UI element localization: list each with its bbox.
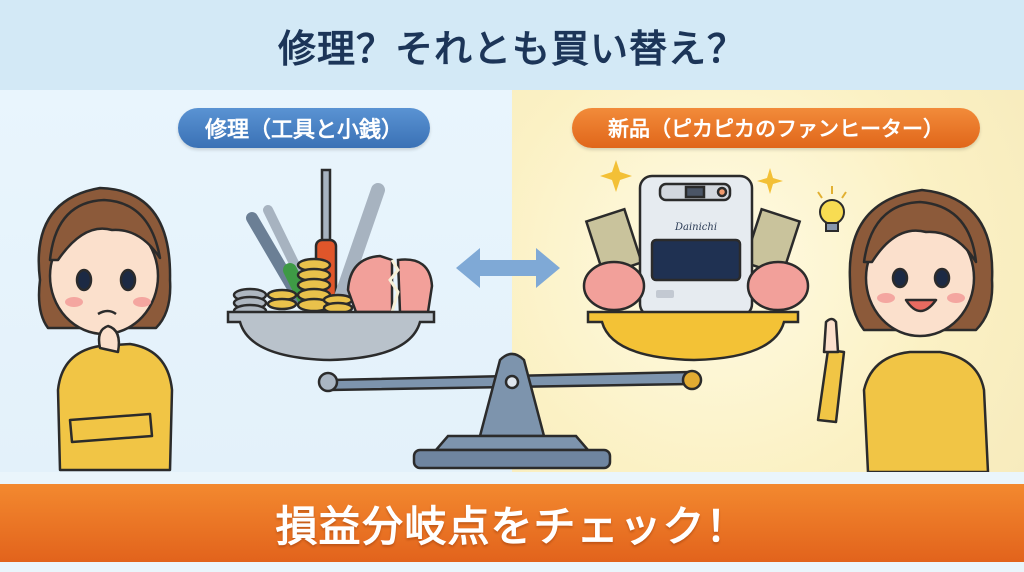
happy-girl-icon	[816, 188, 994, 472]
worried-girl-icon	[37, 186, 174, 472]
repair-option-label: 修理（工具と小銭）	[178, 108, 430, 148]
heater-brand: Dainichi	[674, 222, 717, 233]
scale-stand-icon	[317, 352, 703, 470]
cta-banner: 損益分岐点をチェック！	[0, 484, 1024, 562]
repair-label-text: 修理（工具と小銭）	[204, 118, 403, 143]
illustration-stage: Dainichi	[0, 90, 1024, 472]
balance-scale-illustration: Dainichi	[37, 160, 994, 472]
page-title: 修理？それとも買い替え？	[277, 26, 746, 71]
footer: 損益分岐点をチェック！	[0, 472, 1024, 572]
header: 修理？それとも買い替え？	[0, 0, 1024, 90]
replace-label-text: 新品（ピカピカのファンヒーター）	[608, 117, 944, 141]
banner-text: 損益分岐点をチェック！	[275, 501, 749, 551]
right-tray-icon	[586, 310, 800, 362]
compare-arrow-icon	[456, 248, 560, 288]
left-tray-icon	[226, 310, 436, 362]
repair-tools-icon	[232, 168, 434, 319]
piggy-bank-icon	[582, 260, 810, 312]
sparkle-icon	[600, 160, 783, 194]
replace-option-label: 新品（ピカピカのファンヒーター）	[572, 108, 980, 148]
fan-heater-icon	[584, 174, 802, 318]
lightbulb-icon	[817, 186, 847, 232]
